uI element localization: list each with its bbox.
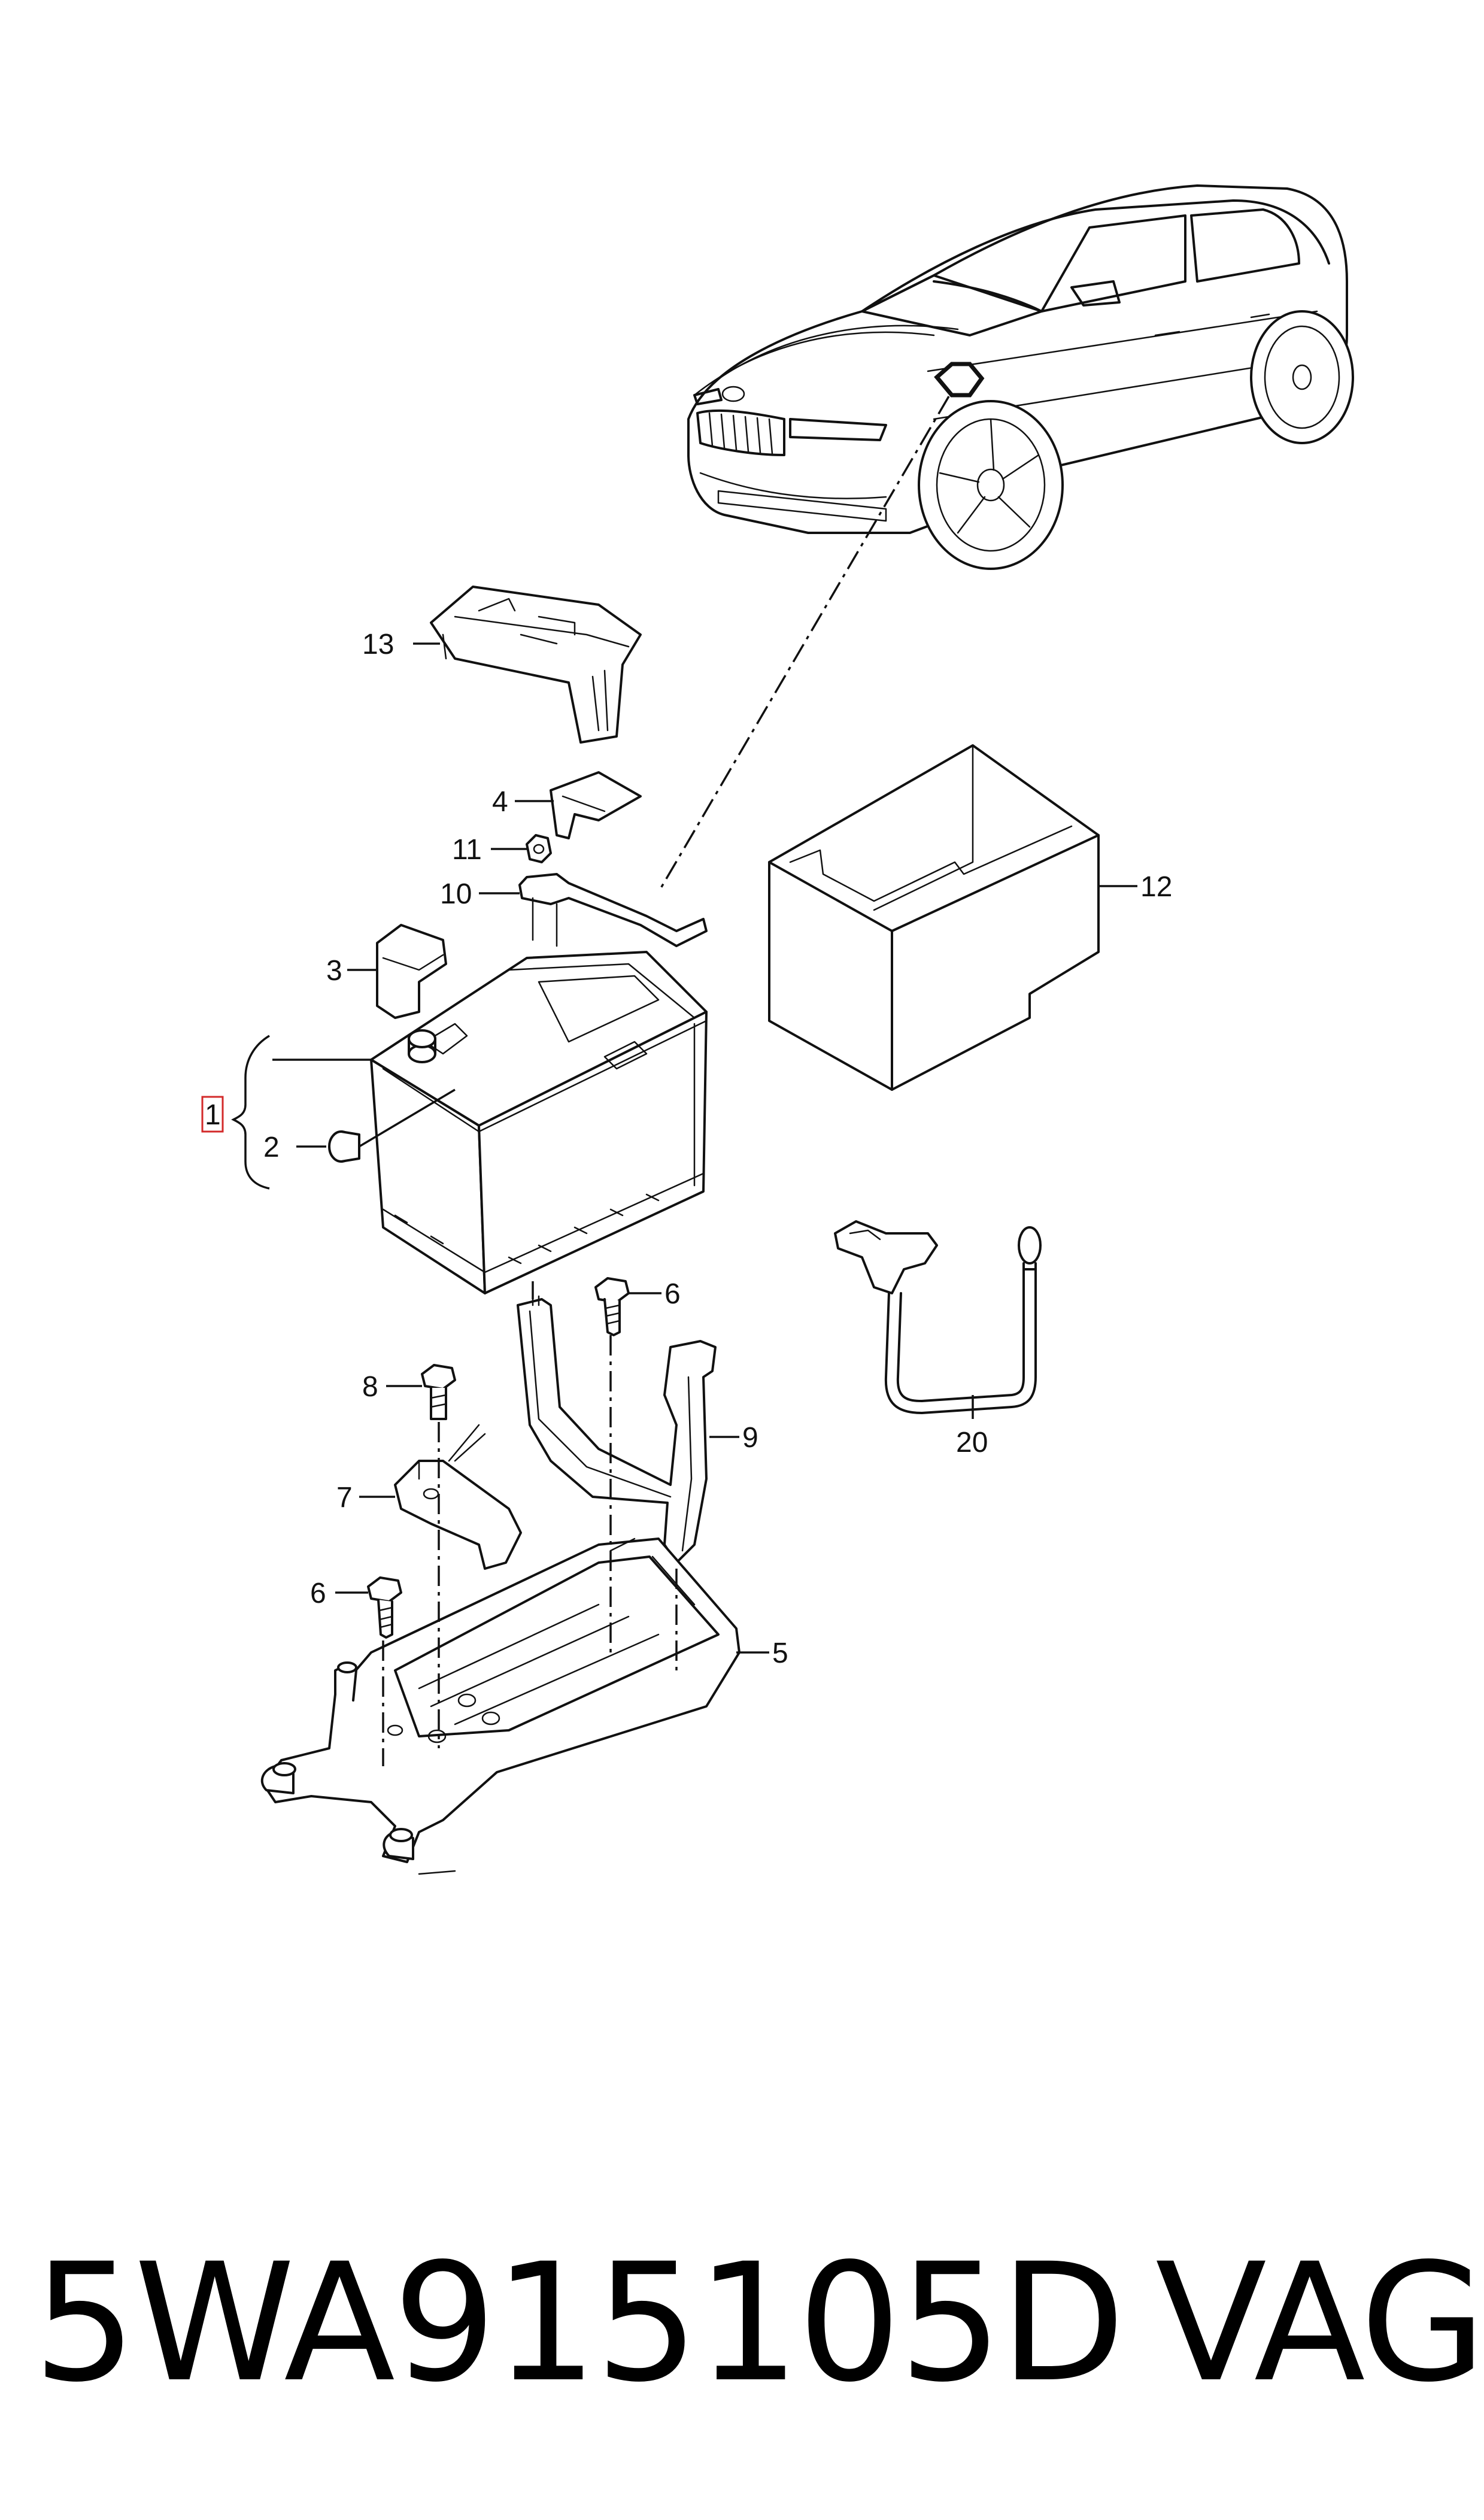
callout-labels: 1 2 3 13 4 11 10 12 6 8 9 20 7 6 5: [201, 629, 1172, 1669]
battery-location-marker: [934, 362, 985, 398]
part-number: 5WA915105D: [33, 2229, 1125, 2418]
part-5-battery-tray: [260, 1538, 741, 1875]
callout-13: 13: [362, 629, 394, 660]
part-1-battery: [370, 951, 708, 1294]
vehicle-outline: [687, 184, 1354, 570]
part-10-hold-down-clamp: [518, 873, 708, 947]
part-9-hold-down-strap: [517, 1292, 717, 1564]
part-2-vent-plug: [328, 1088, 456, 1163]
callout-7: 7: [336, 1482, 353, 1514]
callout-11: 11: [452, 834, 482, 866]
callout-5: 5: [772, 1637, 788, 1669]
part-4-terminal-cap: [550, 771, 642, 839]
part-12-insulation-box: [768, 744, 1100, 1091]
callout-9: 9: [742, 1422, 758, 1454]
callout-8: 8: [362, 1371, 378, 1403]
callout-2: 2: [263, 1132, 280, 1163]
callout-4: 4: [492, 786, 508, 818]
part-3-terminal-cover: [376, 924, 447, 1019]
part-13-battery-cover: [430, 586, 642, 744]
callout-6-lower: 6: [310, 1578, 326, 1609]
callout-10: 10: [440, 878, 472, 910]
part-6-bolt-lower: [367, 1576, 402, 1639]
callout-3: 3: [326, 955, 342, 987]
callout-1: 1: [205, 1099, 221, 1131]
part-6-bolt-upper: [594, 1277, 630, 1336]
callout-leaders: [231, 642, 1137, 1654]
part-8-bolt: [421, 1364, 456, 1420]
callout-20: 20: [956, 1427, 988, 1458]
callout-1-box: [201, 1096, 224, 1133]
callout-12: 12: [1140, 871, 1172, 903]
part-11-nut: [526, 834, 552, 863]
brand-label: VAG: [1155, 2229, 1484, 2418]
part-7-bracket: [394, 1424, 522, 1570]
part-20-battery-cable: [834, 1220, 1042, 1414]
callout-6-upper: 6: [664, 1278, 681, 1310]
